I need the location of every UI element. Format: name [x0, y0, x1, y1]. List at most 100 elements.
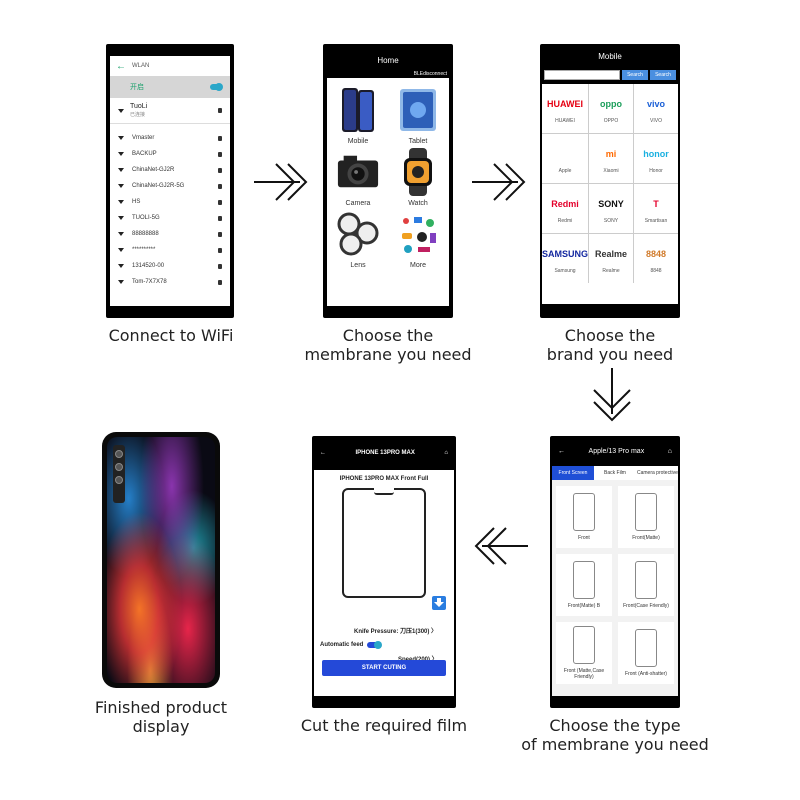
search-input[interactable]: [544, 70, 620, 80]
brand-item[interactable]: Apple: [542, 134, 589, 183]
wifi-network-item[interactable]: TUOLI-5G: [110, 210, 230, 226]
tile-label: Camera: [345, 200, 371, 207]
back-arrow-icon[interactable]: ←: [558, 447, 565, 455]
tile-camera[interactable]: Camera: [331, 148, 385, 210]
arrow-down-icon: [593, 368, 631, 422]
tab-camera-film[interactable]: Camera protective film: [637, 470, 678, 476]
search-row: Search Search: [542, 66, 678, 84]
membrane-type-card[interactable]: Front(Matte) B: [556, 554, 612, 616]
brand-logo: SAMSUNG: [542, 248, 589, 259]
wifi-network-item[interactable]: **********: [110, 242, 230, 258]
search-button-2[interactable]: Search: [650, 70, 676, 80]
film-outline-preview: [342, 488, 426, 598]
wifi-header-title: WLAN: [132, 63, 150, 69]
brand-logo: HUAWEI: [547, 98, 583, 109]
toggle-switch-icon[interactable]: [210, 83, 223, 91]
brand-name: HUAWEI: [555, 117, 575, 124]
wifi-current-network[interactable]: TuoLi 已连接: [110, 98, 230, 124]
type-screen: ← Apple/13 Pro max ⌂ Front Screen Back F…: [552, 436, 678, 696]
membrane-caption: Choose the membrane you need: [304, 326, 472, 364]
lock-icon: [218, 135, 222, 141]
finished-phone: [102, 432, 220, 688]
back-arrow-icon[interactable]: ←: [116, 60, 126, 72]
arrow-right-icon: [472, 163, 526, 201]
brand-name: Realme: [602, 267, 620, 274]
tab-front-screen[interactable]: Front Screen: [552, 466, 594, 480]
lock-icon: [218, 247, 222, 253]
tile-tablet[interactable]: Tablet: [391, 86, 445, 148]
brand-logo: honor: [643, 148, 669, 159]
network-name: **********: [132, 247, 156, 253]
membrane-type-card[interactable]: Front (Matte,Case Friendly): [556, 622, 612, 684]
current-network-name: TuoLi: [130, 102, 148, 110]
search-button[interactable]: Search: [622, 70, 648, 80]
wifi-network-item[interactable]: ChinaNet-GJ2R: [110, 162, 230, 178]
membrane-screen: Home BLEdisconnect Mobile Tablet Camer: [327, 44, 449, 306]
start-cutting-button[interactable]: START CUTING: [322, 660, 446, 676]
network-name: BACKUP: [132, 151, 157, 157]
tile-watch[interactable]: Watch: [391, 148, 445, 210]
wifi-network-item[interactable]: HS: [110, 194, 230, 210]
wifi-signal-icon: [118, 200, 124, 204]
current-network-status: 已连接: [130, 111, 146, 118]
toggle-switch-icon[interactable]: [367, 641, 383, 649]
ble-status[interactable]: BLEdisconnect: [413, 71, 447, 77]
download-icon[interactable]: [432, 596, 446, 610]
home-title: Home: [377, 56, 399, 65]
network-name: 88888888: [132, 231, 159, 237]
back-arrow-icon[interactable]: ←: [320, 450, 326, 456]
wifi-signal-icon: [118, 280, 124, 284]
more-devices-icon: [396, 210, 440, 258]
home-icon[interactable]: ⌂: [667, 447, 672, 455]
wifi-network-item[interactable]: Tom-7X7X78: [110, 274, 230, 290]
lens-icon: [336, 210, 380, 258]
membrane-type-card[interactable]: Front: [556, 486, 612, 548]
category-grid: Mobile Tablet Camera Watch: [327, 78, 449, 272]
brand-logo: Realme: [594, 248, 628, 259]
lock-icon: [218, 231, 222, 237]
membrane-type-card[interactable]: Front(Matte): [618, 486, 674, 548]
lock-icon: [218, 279, 222, 285]
tile-mobile[interactable]: Mobile: [331, 86, 385, 148]
wifi-toggle-row[interactable]: 开启: [110, 76, 230, 98]
network-name: 1314520-00: [132, 263, 165, 269]
wifi-signal-icon: [118, 136, 124, 140]
wifi-network-item[interactable]: BACKUP: [110, 146, 230, 162]
phone-outline-icon: [635, 561, 657, 599]
knife-pressure-row[interactable]: Knife Pressure: 刀压1(300) 〉: [354, 626, 437, 635]
wifi-signal-icon: [118, 232, 124, 236]
tile-label: Lens: [350, 262, 366, 269]
wifi-signal-icon: [118, 264, 124, 268]
watch-icon: [396, 148, 440, 196]
membrane-type-card[interactable]: Front (Anti-shatter): [618, 622, 674, 684]
membrane-type-card[interactable]: Front(Case Friendly): [618, 554, 674, 616]
tile-lens[interactable]: Lens: [331, 210, 385, 272]
wifi-signal-icon: [118, 216, 124, 220]
brand-item[interactable]: HUAWEI HUAWEI: [542, 84, 589, 133]
home-header: Home BLEdisconnect: [327, 44, 449, 78]
wifi-network-item[interactable]: ChinaNet-GJ2R-5G: [110, 178, 230, 194]
wifi-network-item[interactable]: 88888888: [110, 226, 230, 242]
home-icon[interactable]: ⌂: [444, 450, 448, 456]
wifi-signal-icon: [118, 168, 124, 172]
cut-title: IPHONE 13PRO MAX: [355, 450, 415, 456]
tile-more[interactable]: More: [391, 210, 445, 272]
tile-label: Mobile: [347, 138, 369, 145]
wifi-network-item[interactable]: Vmaster: [110, 130, 230, 146]
network-name: Tom-7X7X78: [132, 279, 167, 285]
tab-back-film[interactable]: Back Film: [604, 470, 626, 476]
wifi-network-item[interactable]: 1314520-00: [110, 258, 230, 274]
